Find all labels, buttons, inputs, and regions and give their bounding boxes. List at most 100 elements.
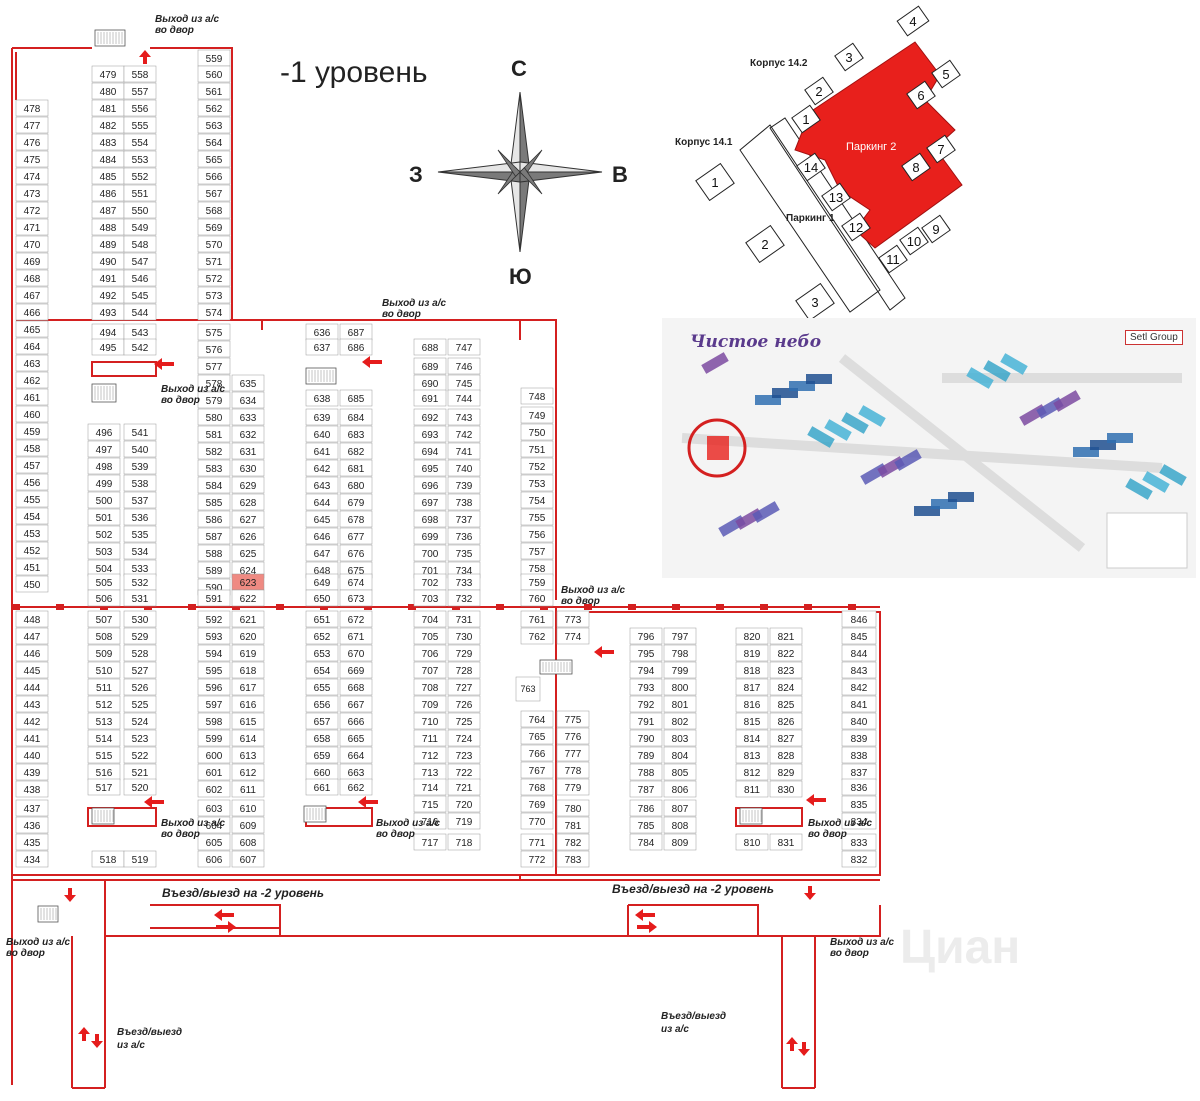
parking-space[interactable]: 693 [413, 425, 447, 443]
parking-space[interactable]: 516 [87, 763, 121, 781]
parking-space[interactable]: 760 [520, 589, 554, 607]
parking-space[interactable]: 833 [841, 833, 877, 851]
parking-space[interactable]: 705 [413, 627, 447, 645]
parking-space[interactable]: 620 [231, 627, 265, 645]
parking-space[interactable]: 776 [556, 727, 590, 745]
parking-space[interactable]: 805 [663, 763, 697, 781]
parking-space[interactable]: 577 [197, 357, 231, 375]
parking-space[interactable]: 555 [123, 116, 157, 134]
parking-space[interactable]: 553 [123, 150, 157, 168]
parking-space[interactable]: 631 [231, 442, 265, 460]
parking-space[interactable]: 835 [841, 795, 877, 813]
parking-space[interactable]: 526 [123, 678, 157, 696]
parking-space[interactable]: 634 [231, 391, 265, 409]
parking-space[interactable]: 695 [413, 459, 447, 477]
parking-space[interactable]: 530 [123, 610, 157, 628]
parking-space[interactable]: 652 [305, 627, 339, 645]
parking-space[interactable]: 796 [629, 627, 663, 645]
parking-space[interactable]: 831 [769, 833, 803, 851]
parking-space[interactable]: 826 [769, 712, 803, 730]
parking-space[interactable]: 543 [123, 323, 157, 341]
parking-space[interactable]: 751 [520, 440, 554, 458]
parking-space[interactable]: 828 [769, 746, 803, 764]
parking-space[interactable]: 766 [520, 744, 554, 762]
parking-space[interactable]: 575 [197, 323, 231, 341]
parking-space[interactable]: 668 [339, 678, 373, 696]
parking-space[interactable]: 696 [413, 476, 447, 494]
parking-space[interactable]: 817 [735, 678, 769, 696]
parking-space[interactable]: 708 [413, 678, 447, 696]
parking-space[interactable]: 665 [339, 729, 373, 747]
parking-space[interactable]: 458 [15, 439, 49, 457]
parking-space[interactable]: 690 [413, 374, 447, 392]
parking-space[interactable]: 445 [15, 661, 49, 679]
parking-space[interactable]: 692 [413, 408, 447, 426]
parking-space[interactable]: 564 [197, 133, 231, 151]
parking-space[interactable]: 446 [15, 644, 49, 662]
parking-space[interactable]: 598 [197, 712, 231, 730]
parking-space[interactable]: 691 [413, 389, 447, 407]
parking-space[interactable]: 621 [231, 610, 265, 628]
parking-space[interactable]: 733 [447, 573, 481, 591]
parking-space[interactable]: 522 [123, 746, 157, 764]
parking-space[interactable]: 623 [231, 573, 265, 591]
parking-space[interactable]: 717 [413, 833, 447, 851]
parking-space[interactable]: 756 [520, 525, 554, 543]
parking-space[interactable]: 532 [123, 573, 157, 591]
parking-space[interactable]: 706 [413, 644, 447, 662]
parking-space[interactable]: 495 [91, 338, 125, 356]
parking-space[interactable]: 647 [305, 544, 339, 562]
parking-space[interactable]: 637 [305, 338, 339, 356]
parking-space[interactable]: 680 [339, 476, 373, 494]
parking-space[interactable]: 643 [305, 476, 339, 494]
parking-space[interactable]: 457 [15, 456, 49, 474]
parking-space[interactable]: 443 [15, 695, 49, 713]
parking-space[interactable]: 533 [123, 559, 157, 577]
parking-space[interactable]: 830 [769, 780, 803, 798]
parking-space[interactable]: 594 [197, 644, 231, 662]
parking-space[interactable]: 727 [447, 678, 481, 696]
parking-space[interactable]: 552 [123, 167, 157, 185]
parking-space[interactable]: 806 [663, 780, 697, 798]
parking-space[interactable]: 700 [413, 544, 447, 562]
parking-space[interactable]: 671 [339, 627, 373, 645]
parking-space[interactable]: 596 [197, 678, 231, 696]
parking-space[interactable]: 710 [413, 712, 447, 730]
parking-space[interactable]: 745 [447, 374, 481, 392]
parking-space[interactable]: 459 [15, 422, 49, 440]
parking-space[interactable]: 649 [305, 573, 339, 591]
parking-space[interactable]: 786 [629, 799, 663, 817]
parking-space[interactable]: 845 [841, 627, 877, 645]
parking-space[interactable]: 468 [15, 269, 49, 287]
parking-space[interactable]: 723 [447, 746, 481, 764]
parking-space[interactable]: 514 [87, 729, 121, 747]
parking-space[interactable]: 770 [520, 812, 554, 830]
parking-space[interactable]: 793 [629, 678, 663, 696]
parking-space[interactable]: 570 [197, 235, 231, 253]
parking-space[interactable]: 508 [87, 627, 121, 645]
parking-space[interactable]: 773 [556, 610, 590, 628]
parking-space[interactable]: 811 [735, 780, 769, 798]
parking-space[interactable]: 527 [123, 661, 157, 679]
parking-space[interactable]: 496 [87, 423, 121, 441]
parking-space[interactable]: 762 [520, 627, 554, 645]
parking-space[interactable]: 440 [15, 746, 49, 764]
parking-space[interactable]: 601 [197, 763, 231, 781]
parking-space[interactable]: 568 [197, 201, 231, 219]
parking-space[interactable]: 790 [629, 729, 663, 747]
parking-space[interactable]: 654 [305, 661, 339, 679]
parking-space[interactable]: 742 [447, 425, 481, 443]
parking-space[interactable]: 441 [15, 729, 49, 747]
parking-space[interactable]: 481 [91, 99, 125, 117]
parking-space[interactable]: 838 [841, 746, 877, 764]
parking-space[interactable]: 604 [197, 816, 231, 834]
parking-space[interactable]: 541 [123, 423, 157, 441]
parking-space[interactable]: 602 [197, 780, 231, 798]
parking-space[interactable]: 480 [91, 82, 125, 100]
parking-space[interactable]: 646 [305, 527, 339, 545]
parking-space[interactable]: 737 [447, 510, 481, 528]
parking-space[interactable]: 840 [841, 712, 877, 730]
parking-space[interactable]: 499 [87, 474, 121, 492]
parking-space[interactable]: 566 [197, 167, 231, 185]
parking-space[interactable]: 507 [87, 610, 121, 628]
